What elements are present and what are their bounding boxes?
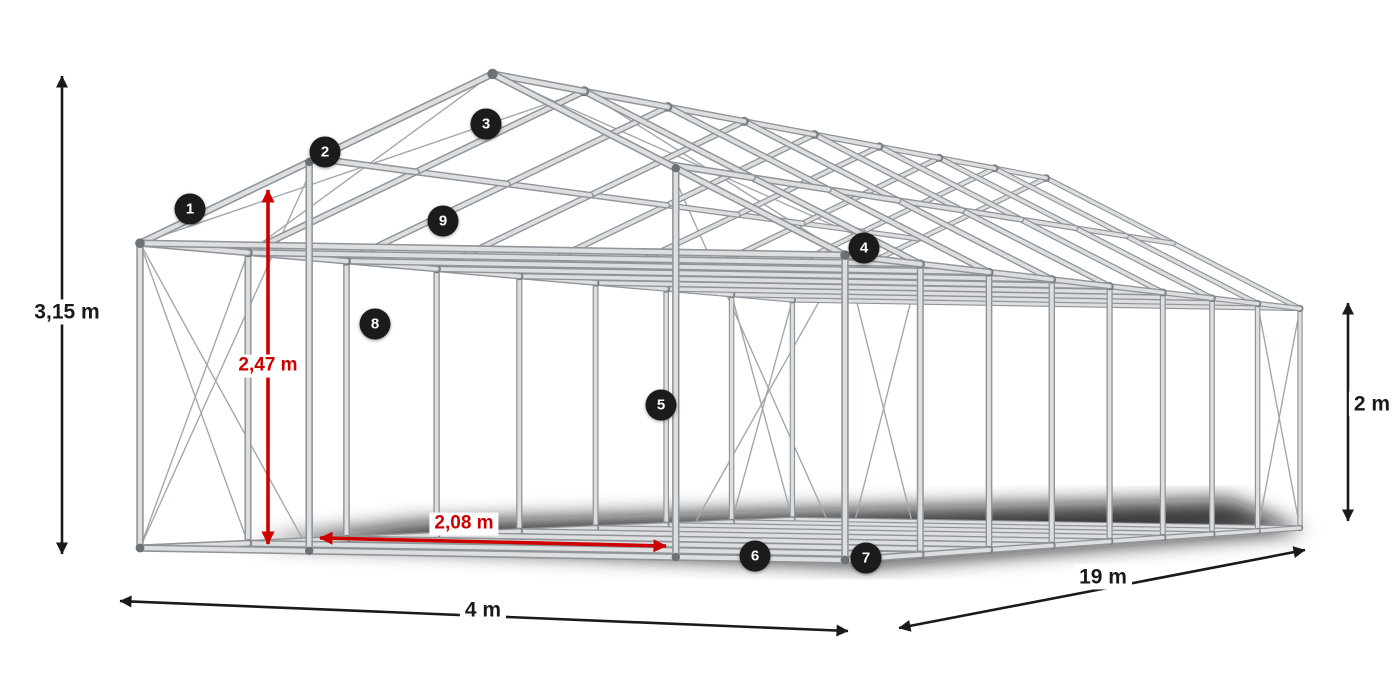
part-badge-5[interactable]: 5 — [645, 389, 677, 421]
front-width-label: 4 m — [459, 597, 507, 623]
part-badge-2[interactable]: 2 — [309, 136, 341, 168]
part-badge-7[interactable]: 7 — [850, 542, 882, 574]
total-height-label: 3,15 m — [29, 299, 105, 325]
part-badge-3[interactable]: 3 — [470, 108, 502, 140]
part-badge-4[interactable]: 4 — [848, 232, 880, 264]
entrance-height-label: 2,47 m — [233, 354, 303, 378]
part-badge-9[interactable]: 9 — [427, 205, 459, 237]
part-badge-6[interactable]: 6 — [739, 540, 771, 572]
part-badge-1[interactable]: 1 — [174, 193, 206, 225]
tent-frame-illustration — [135, 68, 1304, 565]
part-badge-8[interactable]: 8 — [359, 308, 391, 340]
entrance-width-arrow — [319, 531, 667, 553]
side-height-label: 2 m — [1348, 391, 1396, 417]
entrance-width-label: 2,08 m — [429, 512, 499, 536]
length-label: 19 m — [1074, 564, 1132, 590]
